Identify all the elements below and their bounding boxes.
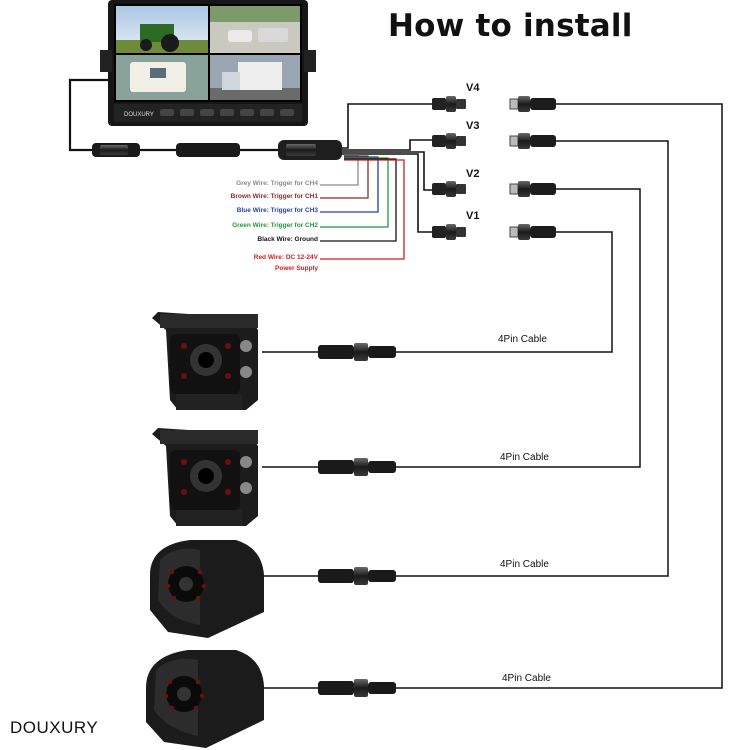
cable-v3: [396, 140, 669, 577]
cable-label-2: 4Pin Cable: [500, 452, 549, 463]
wire-label-red: Red Wire: DC 12-24V: [253, 254, 318, 261]
grey-trigger-wire: [320, 154, 359, 186]
cable-v2: [396, 188, 641, 468]
trigger-wires: [320, 154, 405, 260]
cable-v4: [396, 103, 723, 689]
truck-scene: [210, 55, 300, 100]
cable-label-1: 4Pin Cable: [498, 334, 547, 345]
bracket-camera-1: [152, 312, 258, 410]
green-trigger-wire: [320, 157, 389, 228]
brown-trigger-wire: [320, 155, 369, 199]
splitter-channel-wires: [342, 103, 432, 233]
motorhome-scene: [116, 55, 208, 100]
channel-label-v3: V3: [466, 120, 480, 132]
monitor: DOUXURY: [100, 0, 316, 126]
wire-label-grey: Grey Wire: Trigger for CH4: [236, 180, 318, 187]
red-power-wire: [320, 159, 405, 260]
extension-cables: [396, 103, 723, 689]
channel-label-v2: V2: [466, 168, 480, 180]
channel-label-v1: V1: [466, 210, 480, 222]
black-ground-wire: [320, 158, 397, 242]
camera-connector-3: [264, 567, 396, 585]
cable-v1: [396, 231, 613, 353]
monitor-cable: [68, 78, 278, 152]
camera-connector-4: [264, 679, 396, 697]
wire-label-black: Black Wire: Ground: [257, 236, 318, 243]
channel-connector-v2: [432, 180, 557, 198]
monitor-cable-connector-2: [176, 143, 240, 157]
wire-label-blue: Blue Wire: Trigger for CH3: [236, 207, 318, 214]
camera-connector-1: [262, 343, 396, 361]
wire-label-brown: Brown Wire: Trigger for CH1: [230, 193, 318, 200]
blue-trigger-wire: [320, 156, 379, 213]
cable-label-3: 4Pin Cable: [500, 559, 549, 570]
camera-connector-2: [262, 458, 396, 476]
channel-connector-v3: [432, 132, 557, 150]
road-scene: [210, 6, 300, 53]
cable-label-4: 4Pin Cable: [502, 673, 551, 684]
channel-connector-v1: [432, 223, 557, 241]
tractor-scene: [116, 6, 208, 53]
side-camera-3: [150, 540, 264, 638]
channel-connector-v4: [432, 95, 557, 113]
monitor-brand-text: DOUXURY: [124, 112, 154, 118]
side-camera-4: [146, 650, 264, 748]
wire-label-green: Green Wire: Trigger for CH2: [232, 222, 318, 229]
channel-label-v4: V4: [466, 82, 480, 94]
page-title: How to install: [388, 8, 633, 44]
bracket-camera-2: [152, 428, 258, 526]
monitor-cable-connector-1: [92, 143, 140, 157]
splitter-box: [278, 140, 342, 160]
brand-logo-text: DOUXURY: [10, 718, 99, 737]
wire-label-power-supply: Power Supply: [275, 265, 318, 272]
